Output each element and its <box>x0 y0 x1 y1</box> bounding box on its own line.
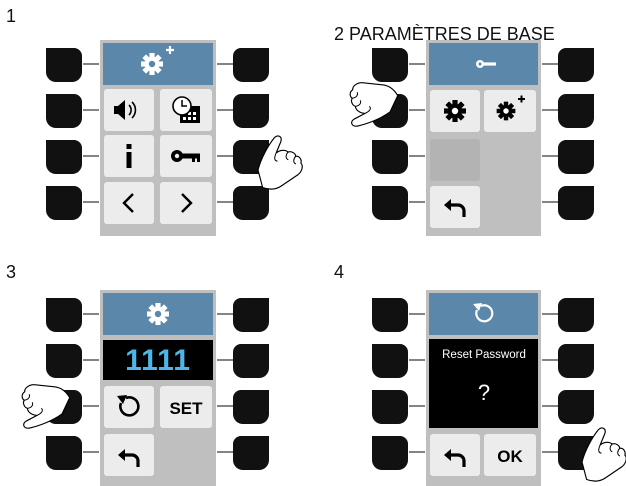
softkey-left-1[interactable] <box>46 298 82 332</box>
panel-1 <box>46 40 308 236</box>
step-2-heading: 2 PARAMÈTRES DE BASE <box>334 24 555 44</box>
set-label: SET <box>169 399 203 418</box>
empty-slot <box>430 139 480 181</box>
left-softkeys <box>46 48 82 220</box>
gear-icon <box>444 100 466 122</box>
softkey-left-2[interactable] <box>46 344 82 378</box>
softkey-right-3[interactable] <box>233 390 269 424</box>
softkey-left-3[interactable] <box>372 140 408 174</box>
softkey-right-3[interactable] <box>558 390 594 424</box>
softkey-left-4[interactable] <box>372 186 408 220</box>
code-display <box>103 340 213 380</box>
panel-2 <box>339 40 594 236</box>
softkey-right-2[interactable] <box>558 94 594 128</box>
chevron-right-icon <box>181 193 193 213</box>
button-volume[interactable] <box>104 89 154 131</box>
gear-plus-icon <box>496 95 525 121</box>
speaker-icon <box>114 100 137 120</box>
header-bar-4 <box>429 293 538 335</box>
step-3-number: 3 <box>6 262 17 282</box>
button-next[interactable] <box>160 182 212 224</box>
softkey-right-4[interactable] <box>558 186 594 220</box>
reset-password-message: Reset Password <box>442 349 526 361</box>
button-set[interactable] <box>160 386 212 428</box>
softkey-left-3[interactable] <box>46 140 82 174</box>
chevron-left-icon <box>122 193 134 213</box>
ok-label: OK <box>497 447 523 466</box>
hand-pointer-icon <box>11 376 73 439</box>
softkey-left-2[interactable] <box>46 94 82 128</box>
softkey-left-3[interactable] <box>372 390 408 424</box>
reset-icon <box>117 395 140 417</box>
button-previous[interactable] <box>104 182 154 224</box>
right-softkeys <box>233 48 269 220</box>
softkey-left-1[interactable] <box>372 298 408 332</box>
step-4-number: 4 <box>334 262 345 282</box>
softkey-right-1[interactable] <box>233 48 269 82</box>
button-ok[interactable] <box>484 434 536 476</box>
softkey-right-4[interactable] <box>233 436 269 470</box>
button-reset[interactable] <box>104 386 154 428</box>
clock-calendar-icon <box>172 96 200 123</box>
softkey-left-1[interactable] <box>46 48 82 82</box>
softkey-left-4[interactable] <box>46 436 82 470</box>
softkey-left-1[interactable] <box>372 48 408 82</box>
message-box <box>429 339 538 428</box>
softkey-right-1[interactable] <box>558 298 594 332</box>
softkey-left-4[interactable] <box>372 436 408 470</box>
softkey-right-4[interactable] <box>233 186 269 220</box>
step-1-number: 1 <box>6 6 17 26</box>
gear-plus-icon <box>141 46 174 75</box>
softkey-right-2[interactable] <box>558 344 594 378</box>
softkey-right-3[interactable] <box>558 140 594 174</box>
button-back[interactable] <box>430 186 480 228</box>
softkey-left-4[interactable] <box>46 186 82 220</box>
softkey-right-2[interactable] <box>233 94 269 128</box>
question-mark: ? <box>478 380 490 405</box>
reset-icon <box>473 303 494 323</box>
softkey-right-1[interactable] <box>558 48 594 82</box>
panel-3: 1111 SET <box>11 290 269 486</box>
gear-icon <box>147 303 169 325</box>
code-value: 1111 <box>125 344 191 377</box>
info-icon <box>126 144 132 168</box>
softkey-right-2[interactable] <box>233 344 269 378</box>
softkey-right-1[interactable] <box>233 298 269 332</box>
panel-4: Reset Password ? OK <box>372 290 626 486</box>
softkey-left-2[interactable] <box>372 344 408 378</box>
